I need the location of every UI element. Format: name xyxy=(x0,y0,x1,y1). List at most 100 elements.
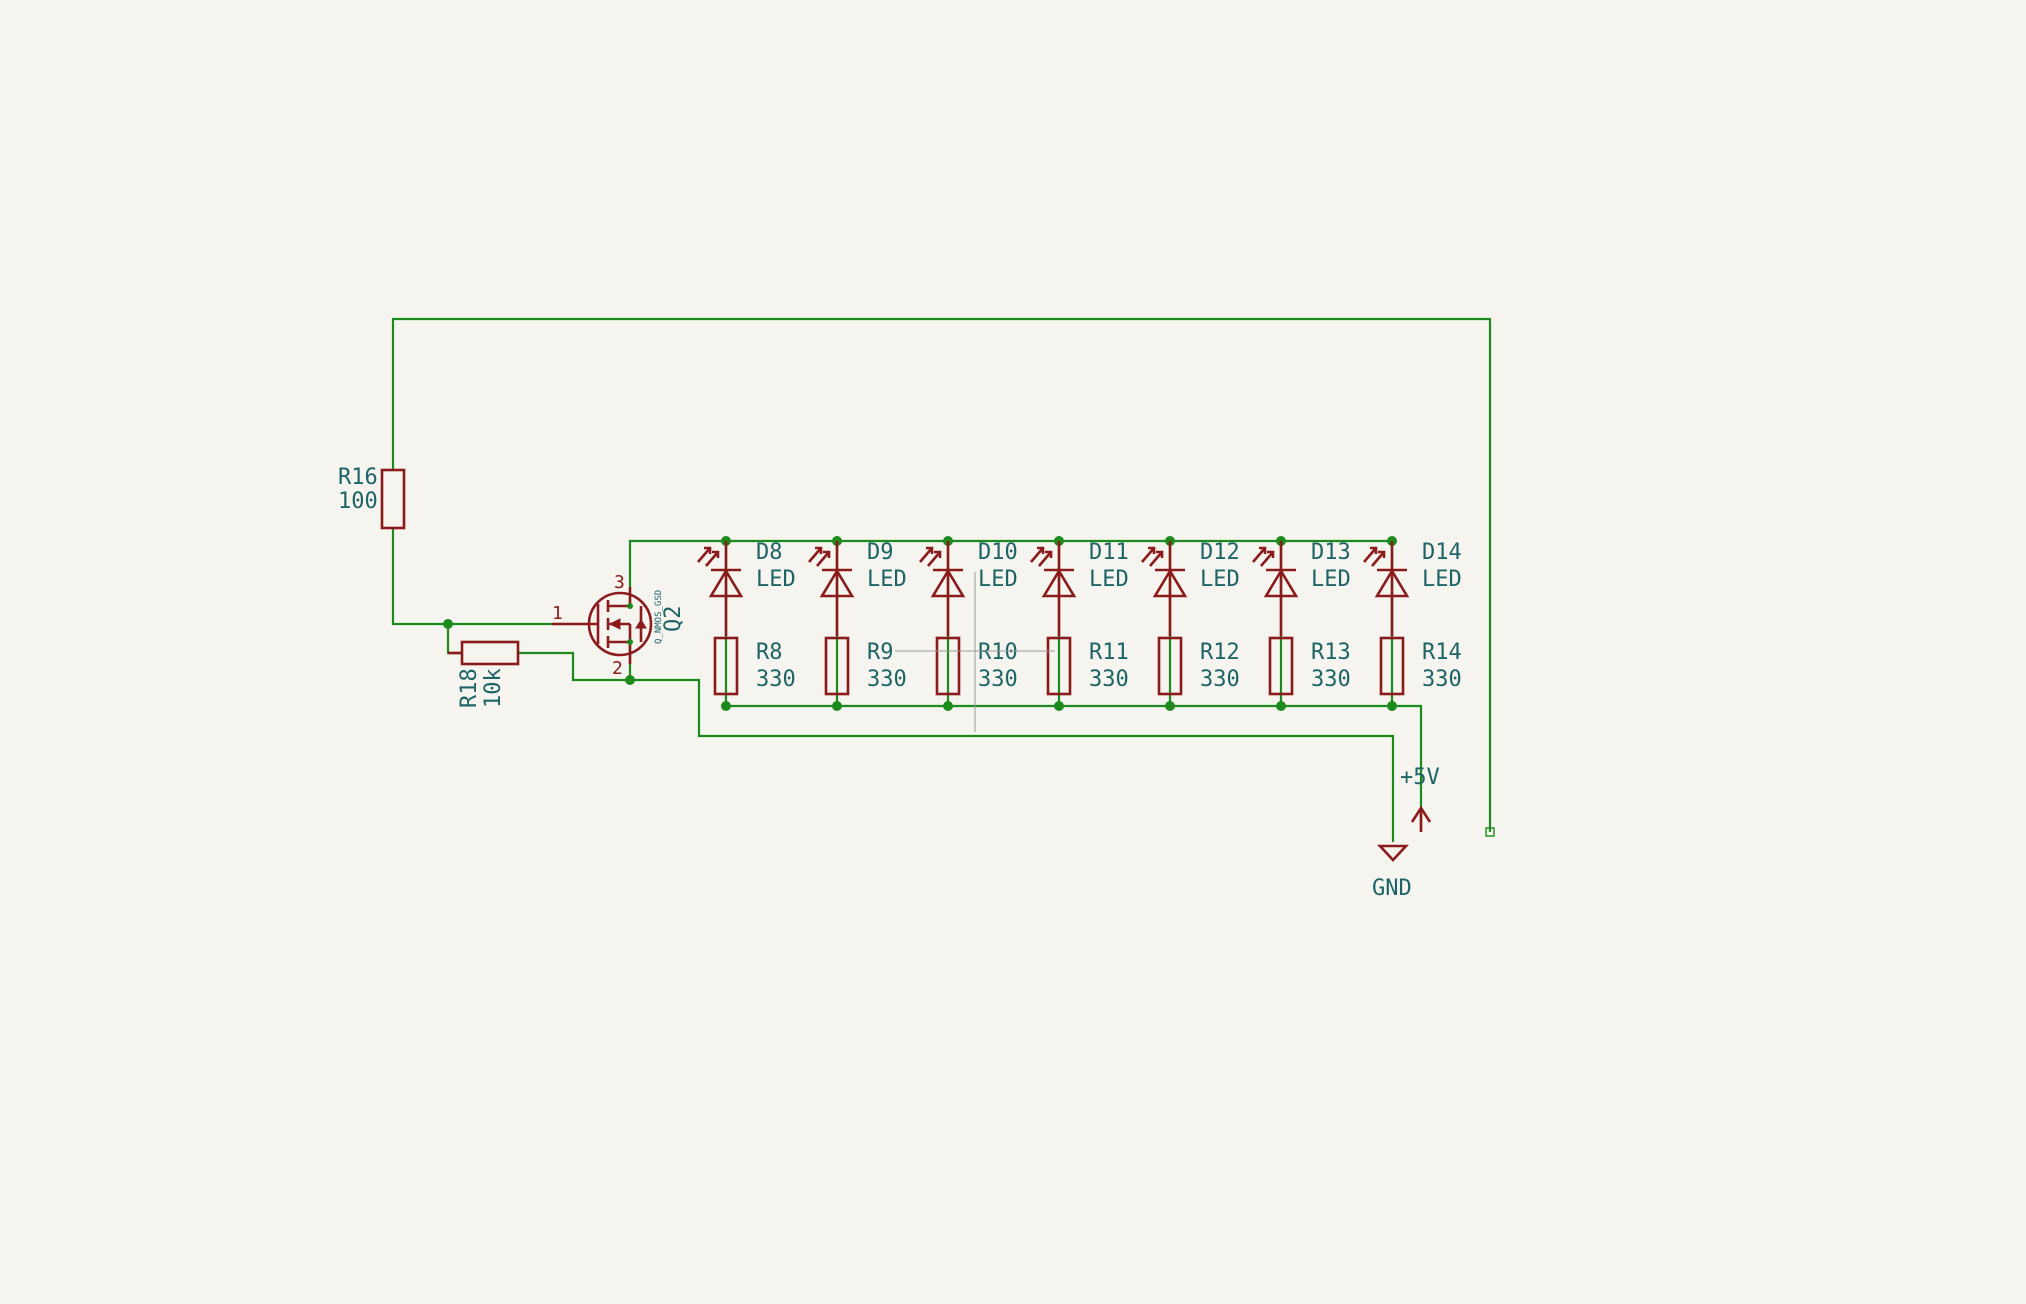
led-triangle xyxy=(1041,568,1077,598)
gnd-label: GND xyxy=(1372,876,1412,901)
q2-ref: Q2 xyxy=(661,606,686,633)
resistor-ref: R8 xyxy=(756,640,783,665)
led-triangle xyxy=(1263,568,1299,598)
led-value: LED xyxy=(1089,567,1129,592)
led-value: LED xyxy=(1311,567,1351,592)
wire-bottom-bus xyxy=(726,704,1423,832)
resistor-r16[interactable]: R16 100 xyxy=(338,465,406,530)
led-value: LED xyxy=(867,567,907,592)
q2-diode-triangle xyxy=(635,619,647,629)
resistor-body xyxy=(1268,636,1294,696)
wire-r16-loop xyxy=(391,317,1492,832)
led-value: LED xyxy=(1422,567,1462,592)
resistor-body xyxy=(935,636,961,696)
led-value: LED xyxy=(978,567,1018,592)
led-arrowhead xyxy=(1045,550,1053,558)
r16-ref: R16 xyxy=(338,465,378,490)
led-arrowhead xyxy=(1370,546,1378,554)
led-arrowhead xyxy=(712,550,720,558)
led-arrowhead xyxy=(934,550,942,558)
led-triangle xyxy=(1152,568,1188,598)
resistor-ref: R10 xyxy=(978,640,1018,665)
led-arrowhead xyxy=(926,546,934,554)
q2-circle xyxy=(587,591,653,657)
resistor-value: 330 xyxy=(1311,667,1351,692)
q2-dot xyxy=(627,639,633,645)
led-light-arrow xyxy=(1252,547,1266,563)
q2-dot xyxy=(627,603,633,609)
wire-r18-right xyxy=(518,651,630,682)
resistor-value: 330 xyxy=(1422,667,1462,692)
led-ref: D8 xyxy=(756,540,783,565)
resistor-body xyxy=(824,636,850,696)
resistor-r18[interactable]: R18 10k xyxy=(448,640,520,708)
junction-dot xyxy=(832,701,842,711)
led-triangle xyxy=(819,568,855,598)
led-light-arrow xyxy=(1371,551,1385,567)
resistor-ref: R9 xyxy=(867,640,894,665)
resistor-ref: R11 xyxy=(1089,640,1129,665)
power-gnd[interactable]: GND xyxy=(1372,844,1412,901)
led-light-arrow xyxy=(816,551,830,567)
resistor-body xyxy=(713,636,739,696)
no-connect-terminal xyxy=(1485,827,1495,837)
led-light-arrow xyxy=(697,547,711,563)
junctions xyxy=(443,619,635,685)
led-arrowhead xyxy=(704,546,712,554)
led-arrowhead xyxy=(1259,546,1267,554)
resistor-value: 330 xyxy=(978,667,1018,692)
r18-value: 10k xyxy=(481,668,506,708)
power-vcc[interactable]: +5V xyxy=(1400,765,1440,832)
junction-dot xyxy=(1387,701,1397,711)
led-arrowhead xyxy=(1378,550,1386,558)
led-arrowhead xyxy=(1148,546,1156,554)
resistor-value: 330 xyxy=(1089,667,1129,692)
led-light-arrow xyxy=(808,547,822,563)
led-ref: D10 xyxy=(978,540,1018,565)
wire-drain-bus xyxy=(628,539,1393,587)
led-arrowhead xyxy=(1037,546,1045,554)
r18-body xyxy=(460,640,520,666)
led-light-arrow xyxy=(1260,551,1274,567)
crosshair-cursor xyxy=(895,572,1055,732)
led-array: D8LEDR8330D9LEDR9330D10LEDR10330D11LEDR1… xyxy=(697,536,1462,711)
led-ref: D12 xyxy=(1200,540,1240,565)
led-light-arrow xyxy=(705,551,719,567)
resistor-ref: R14 xyxy=(1422,640,1462,665)
junction-dot xyxy=(1165,701,1175,711)
mosfet-q2[interactable]: 1 2 3 Q2 Q_NMOS_GSD xyxy=(552,572,686,679)
q2-arrow xyxy=(608,618,621,630)
r16-body xyxy=(380,468,406,530)
resistor-value: 330 xyxy=(867,667,907,692)
resistor-body xyxy=(1046,636,1072,696)
led-light-arrow xyxy=(919,547,933,563)
led-light-arrow xyxy=(1038,551,1052,567)
junction-dot xyxy=(721,701,731,711)
r16-value: 100 xyxy=(338,489,378,514)
led-arrowhead xyxy=(815,546,823,554)
led-ref: D13 xyxy=(1311,540,1351,565)
resistor-ref: R12 xyxy=(1200,640,1240,665)
q2-pin-source: 2 xyxy=(612,658,623,679)
